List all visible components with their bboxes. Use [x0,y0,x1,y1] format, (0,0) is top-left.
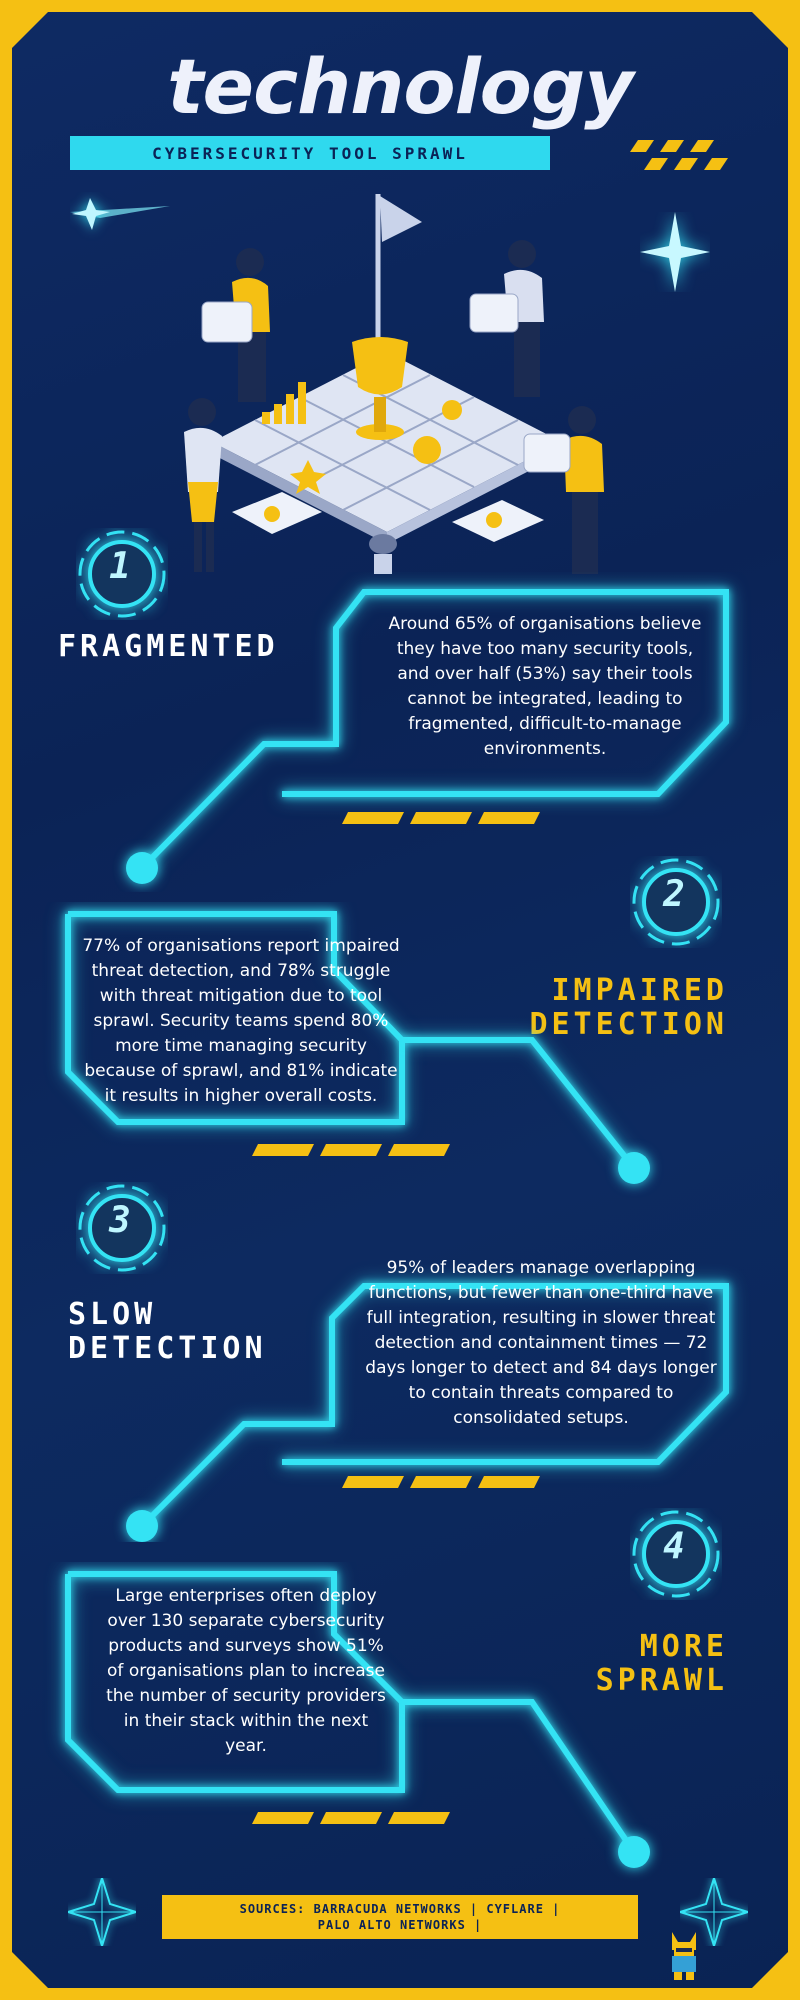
number-badge-4 [632,1510,720,1598]
section-4-text: Large enterprises often deploy over 130 … [106,1586,386,1756]
number-badge-1 [78,530,166,618]
sparkle-star-icon [640,212,710,292]
circuit-line-1 [126,589,729,884]
shooting-star-icon [70,198,170,230]
mascot-icon [672,1932,696,1980]
section-3-text: 95% of leaders manage overlapping functi… [365,1258,717,1428]
heading-slow-detection: SLOW DETECTION [68,1298,267,1366]
circuit-line-2 [65,911,650,1184]
heading-slow: SLOW [68,1297,157,1332]
heading-more-sprawl: MORE SPRAWL [512,1630,728,1698]
heading-impaired-detection: IMPAIRED DETECTION [502,974,728,1042]
heading-fragmented: FRAGMENTED [58,629,279,664]
sources-line-2: PALO ALTO NETWORKS | [317,1918,483,1932]
heading-impaired: IMPAIRED [551,973,728,1008]
circuit-line-4 [65,1571,650,1868]
number-badge-2 [632,858,720,946]
heading-detection: DETECTION [529,1007,728,1042]
subtitle-text: CYBERSECURITY TOOL SPRAWL [152,143,468,163]
sources-line-1: SOURCES: BARRACUDA NETWORKS | CYFLARE | [239,1902,561,1916]
infographic-canvas: technology CYBERSECURITY TOOL SPRAWL [12,12,788,1988]
diamond-star-icon [68,1878,136,1946]
number-3: 3 [109,1200,135,1241]
sources-box: SOURCES: BARRACUDA NETWORKS | CYFLARE | … [162,1895,638,1939]
circuit-line-3 [126,1283,729,1542]
number-4: 4 [663,1526,689,1567]
diamond-star-icon [680,1878,748,1946]
heading-sprawl: SPRAWL [595,1663,728,1698]
section-1-text: Around 65% of organisations believe they… [388,614,702,759]
heading-more: MORE [639,1629,728,1664]
number-2: 2 [663,874,689,915]
number-badge-3 [78,1184,166,1272]
number-1: 1 [109,546,135,587]
page-title: technology [167,42,634,131]
subtitle-banner: CYBERSECURITY TOOL SPRAWL [70,136,550,170]
puzzle-team-illustration [184,194,604,574]
hazard-stripes-icon [630,140,728,170]
section-2-text: 77% of organisations report impaired thr… [82,936,400,1106]
heading-detection-3: DETECTION [68,1331,267,1366]
